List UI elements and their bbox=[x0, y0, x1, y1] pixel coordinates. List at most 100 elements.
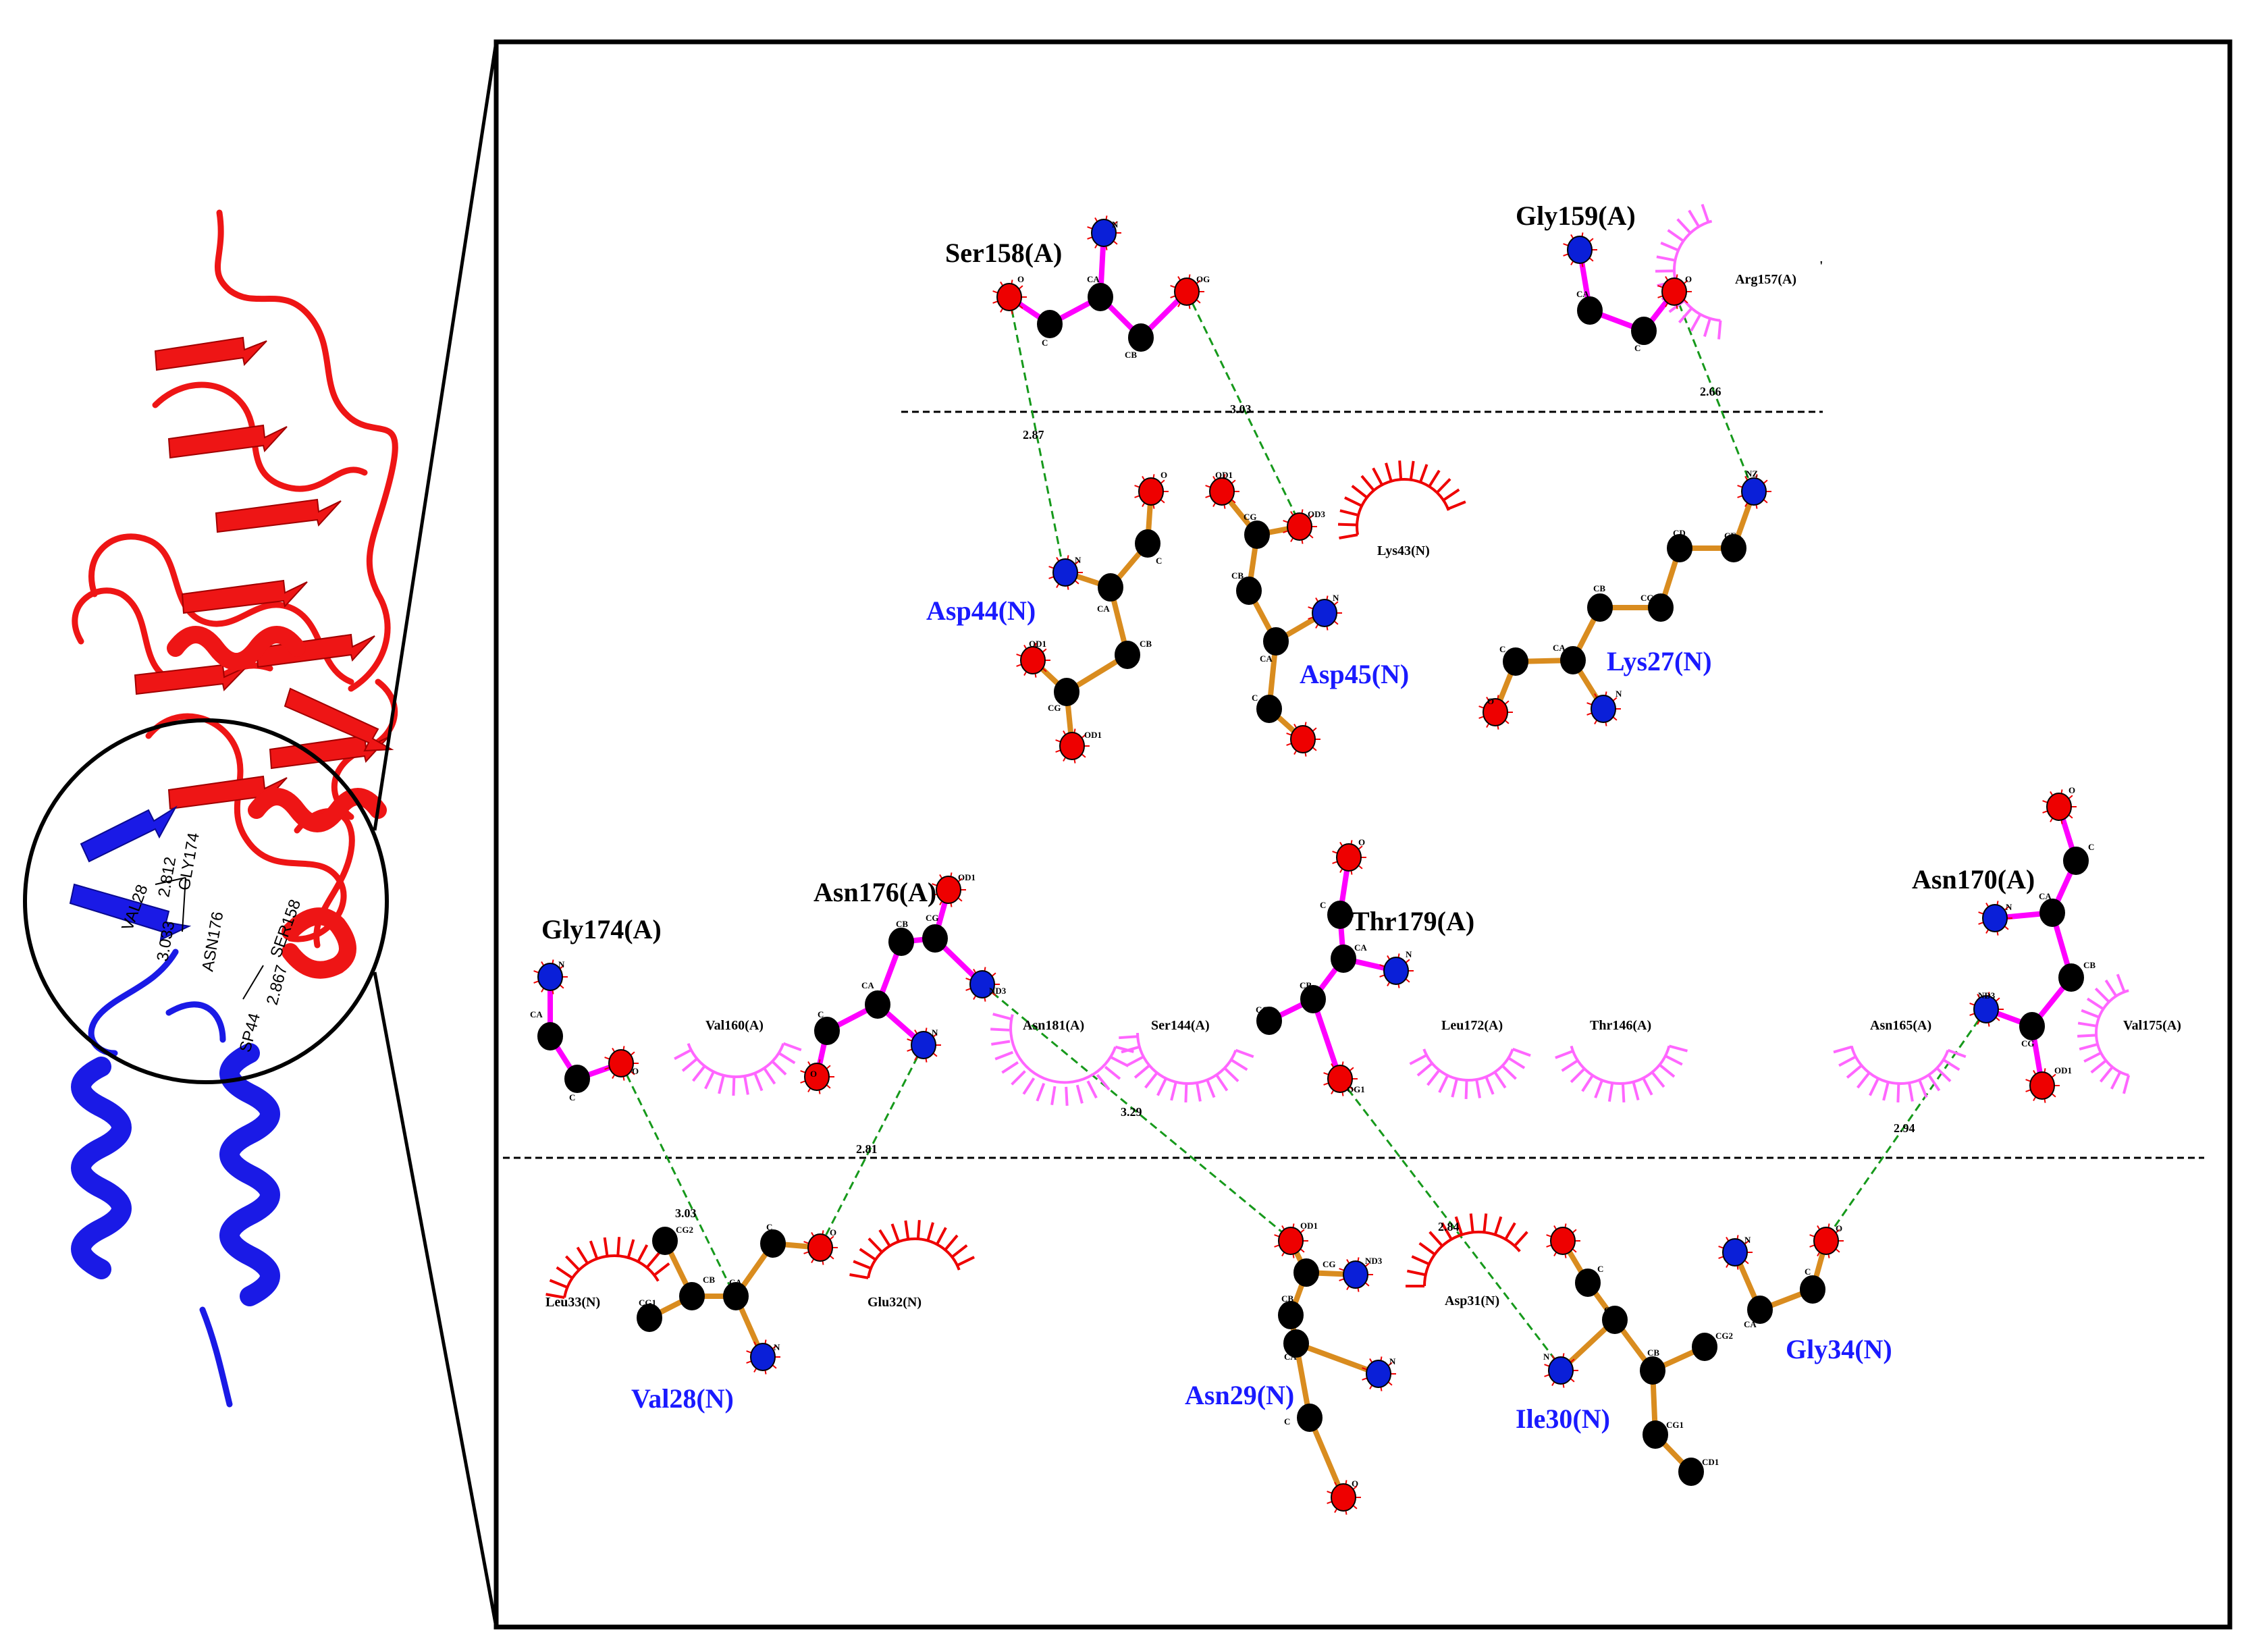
hydrophobic-label-asp31: Asp31(N) bbox=[1445, 1294, 1499, 1308]
residue-asp45-n-atom-cb bbox=[1237, 577, 1261, 604]
residue-asn176-a-atom-label-n: N bbox=[932, 1028, 938, 1038]
residue-asn170-a-atom-label-o: O bbox=[2068, 785, 2075, 795]
residue-thr179-a-atom-label-ca: CA bbox=[1354, 942, 1367, 953]
residue-asn176-a-atom-label-od1: OD1 bbox=[958, 872, 976, 882]
residue-ile30-n-atom-label-ca: CA bbox=[1604, 1305, 1617, 1315]
residue-thr179-a-atom-c bbox=[1328, 901, 1352, 928]
residue-asn29-n-atom-label-nd3: ND3 bbox=[1365, 1256, 1383, 1266]
residue-gly34-n-atom-label-c: C bbox=[1805, 1267, 1811, 1277]
hydrophobic-label-thr146: Thr146(A) bbox=[1590, 1018, 1651, 1033]
residue-asn29-n-atom-cb bbox=[1279, 1302, 1303, 1329]
hydrophobic-spoke bbox=[1119, 1036, 1138, 1038]
residue-asn176-a-atom-label-ca: CA bbox=[861, 980, 874, 990]
residue-gly159-a-atom-ca bbox=[1578, 297, 1602, 324]
hydrophobic-spoke bbox=[2077, 1035, 2096, 1036]
residue-label-ile30-n: Ile30(N) bbox=[1516, 1404, 1610, 1434]
residue-ile30-n-atom-cd1 bbox=[1679, 1458, 1703, 1485]
residue-val28-n-atom-label-cg1: CG1 bbox=[639, 1298, 656, 1308]
residue-asn176-a-atom-od1 bbox=[936, 876, 961, 903]
residue-label-gly34-n: Gly34(N) bbox=[1786, 1334, 1892, 1364]
residue-asp44-n-atom-c bbox=[1136, 530, 1160, 557]
cartoon-label-dist-1: 2.812 bbox=[155, 855, 180, 899]
residue-gly174-a-atom-label-o: O bbox=[632, 1066, 639, 1076]
residue-asn170-a-atom-label-n: N bbox=[2006, 902, 2012, 912]
residue-label-gly159-a: Gly159(A) bbox=[1516, 201, 1636, 231]
hydrophobic-label-arg157: Arg157(A) bbox=[1735, 272, 1796, 287]
extra-mark: ' bbox=[1819, 259, 1823, 273]
residue-label-asn29-n: Asn29(N) bbox=[1185, 1380, 1294, 1410]
residue-ser158-a-atom-og bbox=[1175, 278, 1199, 305]
hydrophobic-label-ser144: Ser144(A) bbox=[1151, 1018, 1210, 1033]
residue-gly174-a-atom-o bbox=[609, 1050, 633, 1077]
residue-lys27-n-atom-cb bbox=[1588, 594, 1612, 621]
residue-asn170-a-atom-label-cg: CG bbox=[2021, 1038, 2035, 1048]
hydrophobic-label-glu32: Glu32(N) bbox=[868, 1295, 922, 1310]
residue-asp45-n-atom-cg bbox=[1245, 521, 1269, 548]
residue-ser158-a-atom-label-cb: CB bbox=[1125, 350, 1137, 360]
residue-ile30-n-atom-label-n: N bbox=[1543, 1352, 1550, 1362]
residue-asp45-n-atom-label-c: C bbox=[1252, 693, 1258, 703]
residue-val28-n-atom-cg1 bbox=[637, 1304, 662, 1331]
residue-asn170-a-atom-label-ca: CA bbox=[2039, 891, 2052, 901]
residue-lys27-n-atom-label-cd: CD bbox=[1673, 528, 1686, 538]
residue-ser158-a-atom-label-og: OG bbox=[1196, 274, 1210, 284]
residue-asn29-n-atom-cg bbox=[1294, 1259, 1318, 1286]
residue-ser158-a-atom-cb bbox=[1129, 324, 1153, 351]
residue-thr179-a-atom-ca bbox=[1331, 945, 1356, 972]
hydrophobic-spoke bbox=[1399, 460, 1401, 479]
residue-asn170-a-atom-ca bbox=[2040, 899, 2064, 926]
residue-asp44-n-atom-label-od1: OD1 bbox=[1084, 730, 1102, 740]
residue-asn29-n-atom-label-cb: CB bbox=[1281, 1294, 1293, 1304]
residue-thr179-a-atom-label-o: O bbox=[1358, 837, 1365, 847]
residue-ser158-a-atom-ca bbox=[1088, 284, 1113, 311]
residue-gly34-n-atom-label-o: O bbox=[1836, 1223, 1842, 1233]
residue-label-asp45-n: Asp45(N) bbox=[1300, 659, 1409, 689]
residue-asp44-n-atom-label-o: O bbox=[1160, 470, 1167, 480]
residue-lys27-n-atom-cd bbox=[1667, 535, 1692, 562]
residue-lys27-n-atom-label-nz: NZ bbox=[1746, 469, 1758, 479]
residue-ile30-n-atom-cb bbox=[1640, 1357, 1665, 1384]
residue-asn170-a-atom-label-cb: CB bbox=[2083, 960, 2096, 970]
residue-asn170-a-atom-cg bbox=[2020, 1013, 2044, 1040]
residue-asp44-n-atom-ca bbox=[1098, 574, 1123, 601]
residue-lys27-n-atom-label-c: C bbox=[1499, 644, 1505, 654]
residue-lys27-n-atom-n bbox=[1591, 695, 1616, 722]
residue-label-asn176-a: Asn176(A) bbox=[813, 877, 936, 907]
residue-asp44-n-atom-cb bbox=[1115, 641, 1140, 668]
residue-ile30-n-atom-label-cb: CB bbox=[1647, 1348, 1659, 1358]
residue-gly159-a-atom-label-c: C bbox=[1634, 343, 1640, 353]
residue-asn176-a-atom-label-c: C bbox=[818, 1009, 824, 1019]
residue-asn29-n-atom-label-n: N bbox=[1389, 1356, 1396, 1366]
residue-asp44-n-atom-label-c: C bbox=[1156, 556, 1162, 566]
residue-val28-n-atom-cb bbox=[680, 1283, 704, 1310]
hbond-distance-4: 3.03 bbox=[675, 1206, 697, 1220]
residue-thr179-a-atom-label-cg2: CG2 bbox=[1256, 1005, 1273, 1015]
residue-gly34-n-atom-o bbox=[1814, 1227, 1838, 1254]
hbond-distance-6: 3.29 bbox=[1121, 1105, 1142, 1119]
residue-asp45-n-atom-label-n: N bbox=[1333, 593, 1339, 603]
hbond-distance-2: 3.03 bbox=[1230, 402, 1252, 416]
hydrophobic-spoke bbox=[918, 1220, 919, 1239]
hydrophobic-label-leu33: Leu33(N) bbox=[545, 1295, 600, 1310]
residue-asn170-a-atom-label-od1: OD1 bbox=[2054, 1065, 2072, 1075]
residue-asp45-n-atom-label-od1: OD1 bbox=[1215, 470, 1233, 480]
residue-lys27-n-atom-label-o: O bbox=[1487, 696, 1494, 706]
residue-ile30-n-atom-cg2 bbox=[1692, 1333, 1717, 1360]
residue-ser158-a-atom-c bbox=[1038, 311, 1062, 338]
protein-cartoon: VAL28 2.812 GLY174 3.033 ASN176 SER158 S… bbox=[25, 42, 496, 1627]
residue-label-thr179-a: Thr179(A) bbox=[1352, 906, 1474, 936]
hbond-distance-5: 2.81 bbox=[856, 1142, 878, 1156]
hydrophobic-spoke bbox=[1066, 1087, 1067, 1106]
residue-val28-n-atom-label-c: C bbox=[766, 1222, 772, 1232]
residue-lys27-n-atom-label-cg: CG bbox=[1640, 593, 1654, 603]
residue-asn29-n-atom-label-c: C bbox=[1284, 1416, 1290, 1427]
residue-ile30-n-atom-o bbox=[1551, 1227, 1575, 1254]
residue-asn29-n-atom-n bbox=[1366, 1360, 1391, 1387]
residue-asp44-n-atom-n bbox=[1053, 559, 1077, 586]
residue-asp45-n-atom-ca bbox=[1264, 628, 1288, 655]
hydrophobic-spoke bbox=[1466, 1080, 1467, 1099]
residue-lys27-n-atom-label-ca: CA bbox=[1553, 643, 1566, 653]
residue-gly159-a-atom-o bbox=[1662, 278, 1686, 305]
